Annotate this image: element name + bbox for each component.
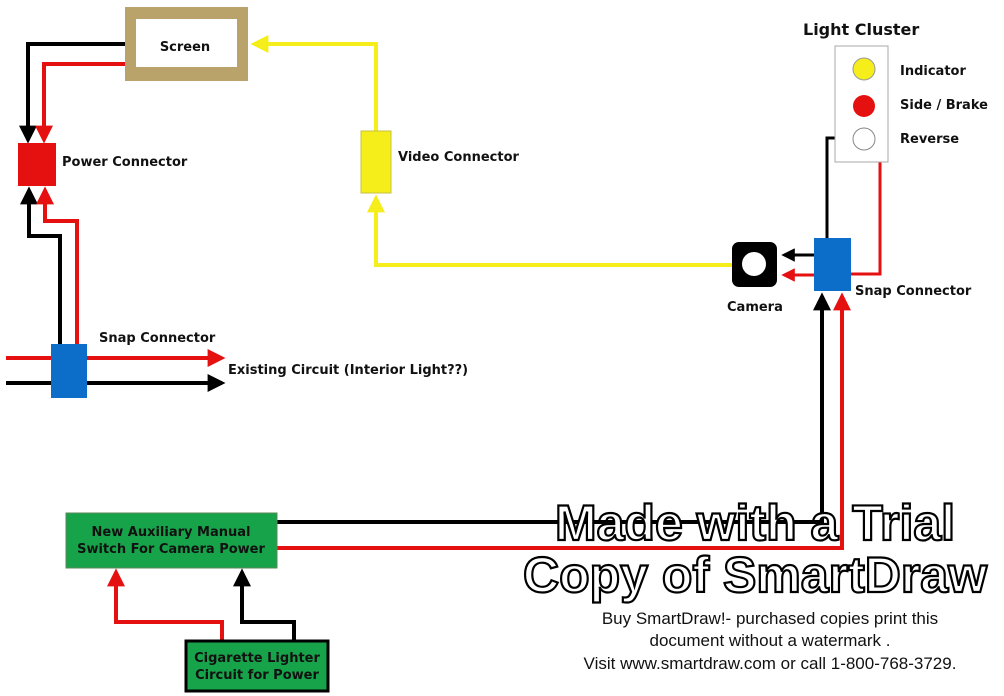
snap-connector-left: Snap Connector Existing Circuit (Interio… [51, 331, 468, 398]
screen: Screen [125, 7, 248, 81]
cigarette-lighter-box: Cigarette Lighter Circuit for Power [184, 639, 330, 693]
watermark-note-2: document without a watermark . [650, 631, 891, 650]
power-connector-label: Power Connector [62, 155, 188, 170]
smartdraw-watermark: Made with a Trial Copy of SmartDraw Buy … [522, 494, 988, 673]
screen-label: Screen [160, 40, 210, 55]
switch-to-snap-wires [277, 292, 851, 550]
aux-switch-label-1: New Auxiliary Manual [92, 525, 251, 540]
wires-snap-to-power [20, 186, 79, 345]
snap-connector-left-label: Snap Connector [99, 331, 216, 346]
existing-circuit-label: Existing Circuit (Interior Light??) [228, 363, 468, 378]
video-connector-label: Video Connector [398, 150, 520, 165]
snap-connector-right: Snap Connector [814, 238, 972, 299]
aux-switch-box: New Auxiliary Manual Switch For Camera P… [65, 512, 278, 569]
cig-label-2: Circuit for Power [195, 668, 319, 683]
power-connector: Power Connector [18, 143, 188, 186]
camera-label: Camera [727, 300, 783, 315]
cig-label-1: Cigarette Lighter [194, 651, 320, 666]
camera: Camera [727, 242, 783, 315]
watermark-note-1: Buy SmartDraw!- purchased copies print t… [602, 609, 938, 628]
light-cluster: Light Cluster Indicator Side / Brake Rev… [803, 20, 988, 163]
watermark-line-2: Copy of SmartDraw [523, 547, 987, 603]
video-wires [250, 35, 733, 267]
watermark-line-1: Made with a Trial [555, 495, 955, 551]
side-brake-label: Side / Brake [900, 98, 988, 113]
cig-to-switch-wires [107, 568, 296, 641]
existing-circuit-wires [6, 349, 226, 392]
wires-screen-to-power [19, 42, 125, 144]
video-connector: Video Connector [360, 130, 520, 194]
light-cluster-title: Light Cluster [803, 20, 919, 39]
indicator-lamp [852, 57, 876, 81]
reverse-lamp [852, 127, 876, 151]
snap-connector-right-label: Snap Connector [855, 284, 972, 299]
brake-lamp [853, 95, 875, 117]
camera-power-wires [781, 248, 814, 282]
aux-switch-label-2: Switch For Camera Power [77, 542, 265, 557]
indicator-label: Indicator [900, 64, 966, 79]
watermark-note-3: Visit www.smartdraw.com or call 1-800-76… [584, 654, 957, 673]
reverse-label: Reverse [900, 132, 959, 147]
